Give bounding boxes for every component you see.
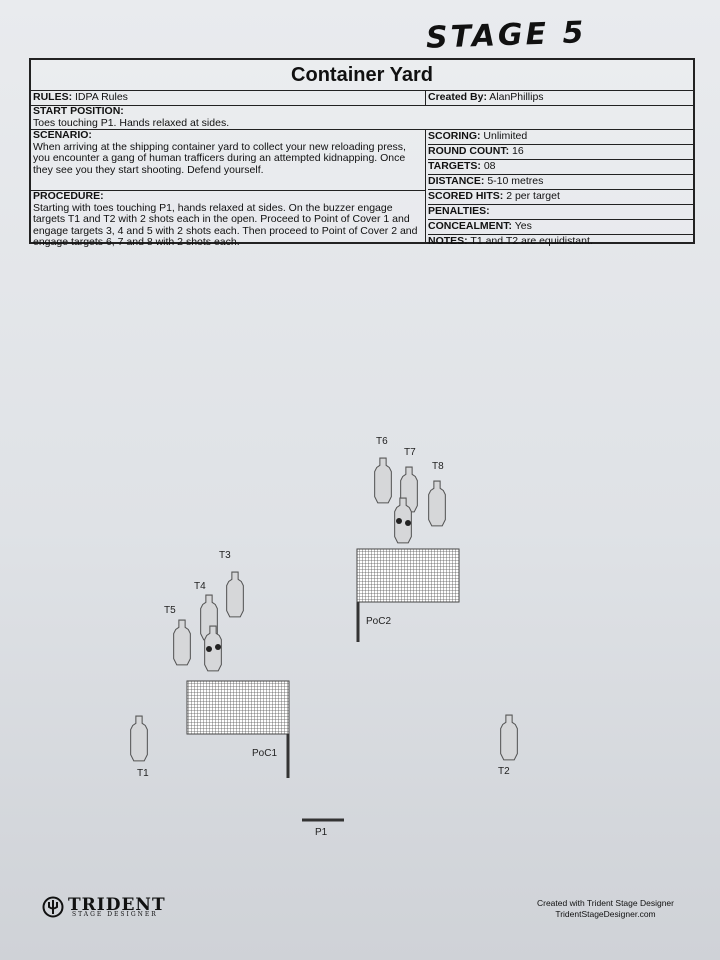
footer-credit: Created with Trident Stage Designer Trid… [537,898,674,920]
label-t8: T8 [432,461,444,472]
procedure-label: PROCEDURE: [33,190,104,202]
detail-row: CONCEALMENT: Yes [428,219,693,235]
scenario-value: When arriving at the shipping container … [33,140,406,176]
start-position-value: Toes touching P1. Hands relaxed at sides… [33,116,230,129]
created-by-value: AlanPhillips [489,91,544,103]
credit-line-2: TridentStageDesigner.com [555,909,656,919]
label-t1: T1 [137,768,149,779]
target-t6 [374,457,392,504]
logo-text: TRIDENT [68,894,166,915]
trident-logo: TRIDENT STAGE DESIGNER [42,896,166,918]
column-divider-lower [425,129,426,244]
procedure-value: Starting with toes touching P1, hands re… [33,201,418,248]
target-t1 [130,715,148,762]
label-t3: T3 [219,550,231,561]
label-t2: T2 [498,766,510,777]
label-t4: T4 [194,581,206,592]
scenario-divider [31,190,425,191]
scenario-block: SCENARIO: When arriving at the shipping … [33,129,423,176]
details-column: SCORING: Unlimited ROUND COUNT: 16 TARGE… [428,129,693,247]
stage-title: Container Yard [31,60,693,91]
detail-row: SCORING: Unlimited [428,129,693,145]
rules-value: IDPA Rules [75,91,128,103]
credit-line-1: Created with Trident Stage Designer [536,898,674,908]
label-poc2: PoC2 [366,616,392,627]
detail-row: TARGETS: 08 [428,159,693,175]
rules-row: RULES: IDPA Rules Created By: AlanPhilli… [31,90,693,106]
detail-row: NOTES: T1 and T2 are equidistant. [428,235,593,247]
target-t3 [226,571,244,618]
label-t7: T7 [404,447,416,458]
target-t5 [173,619,191,666]
logo-subtext: STAGE DESIGNER [72,910,158,918]
trident-icon [42,896,64,918]
label-p1: P1 [315,827,328,838]
poc1-wall [186,680,290,735]
target-t2 [500,714,518,761]
created-by-label: Created By: [428,91,487,103]
start-position-row: START POSITION: Toes touching P1. Hands … [31,105,693,130]
poc2-wall [356,548,460,603]
start-position-label: START POSITION: [33,105,124,117]
scenario-label: SCENARIO: [33,129,92,141]
hands-icon [396,518,411,526]
stage-info-table: Container Yard RULES: IDPA Rules Created… [29,58,695,248]
rules-label: RULES: [33,91,73,103]
label-poc1: PoC1 [252,748,278,759]
label-t6: T6 [376,436,388,447]
column-divider [425,90,426,105]
procedure-block: PROCEDURE: Starting with toes touching P… [33,190,423,249]
detail-row: DISTANCE: 5-10 metres [428,174,693,190]
detail-row: ROUND COUNT: 16 [428,144,693,160]
hands-icon [206,644,221,652]
detail-row: PENALTIES: [428,204,693,220]
detail-row: SCORED HITS: 2 per target [428,189,693,205]
target-t8 [428,480,446,527]
label-t5: T5 [164,605,176,616]
